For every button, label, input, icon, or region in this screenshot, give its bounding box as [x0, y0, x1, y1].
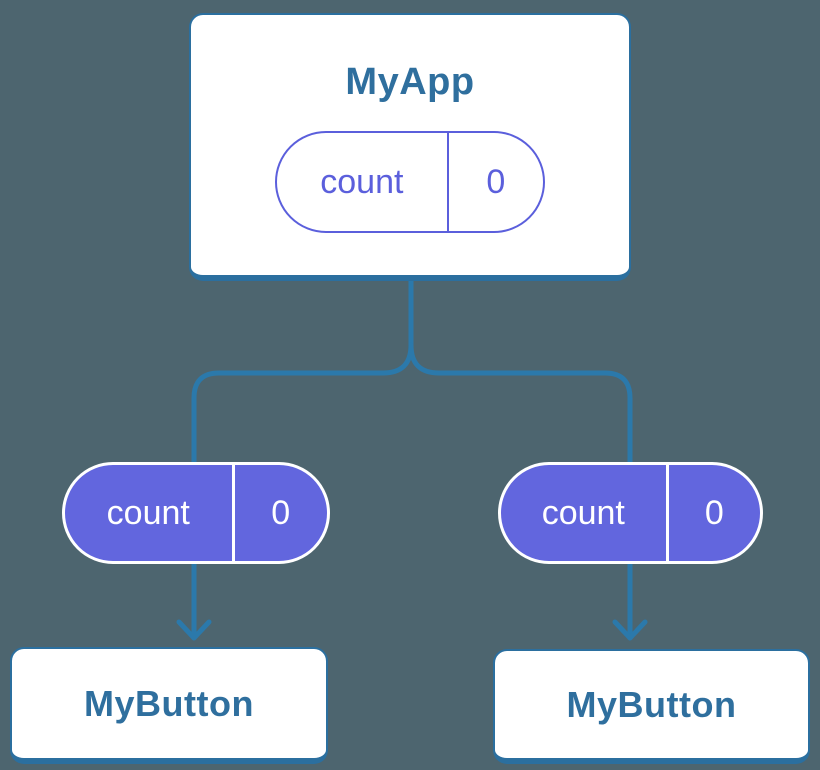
connector-right-branch: [408, 342, 633, 639]
arrow-down-icon: [176, 619, 212, 641]
pill-key: count: [65, 465, 235, 561]
node-title: MyButton: [566, 683, 737, 725]
pill-key: count: [501, 465, 669, 561]
pill-key: count: [277, 132, 449, 231]
mybutton-node: MyButton: [493, 649, 810, 764]
pill-value: 0: [704, 494, 724, 532]
node-title: MyApp: [345, 61, 475, 103]
prop-pill: count 0: [62, 462, 330, 564]
mybutton-node: MyButton: [10, 647, 328, 764]
state-pill: count 0: [275, 130, 545, 233]
pill-value: 0: [271, 494, 291, 532]
myapp-node: MyApp count 0: [189, 13, 631, 281]
prop-pill: count 0: [498, 462, 763, 564]
node-title: MyButton: [84, 682, 254, 724]
pill-value: 0: [486, 162, 506, 201]
arrow-down-icon: [612, 619, 648, 641]
connector-left-branch: [191, 269, 414, 639]
